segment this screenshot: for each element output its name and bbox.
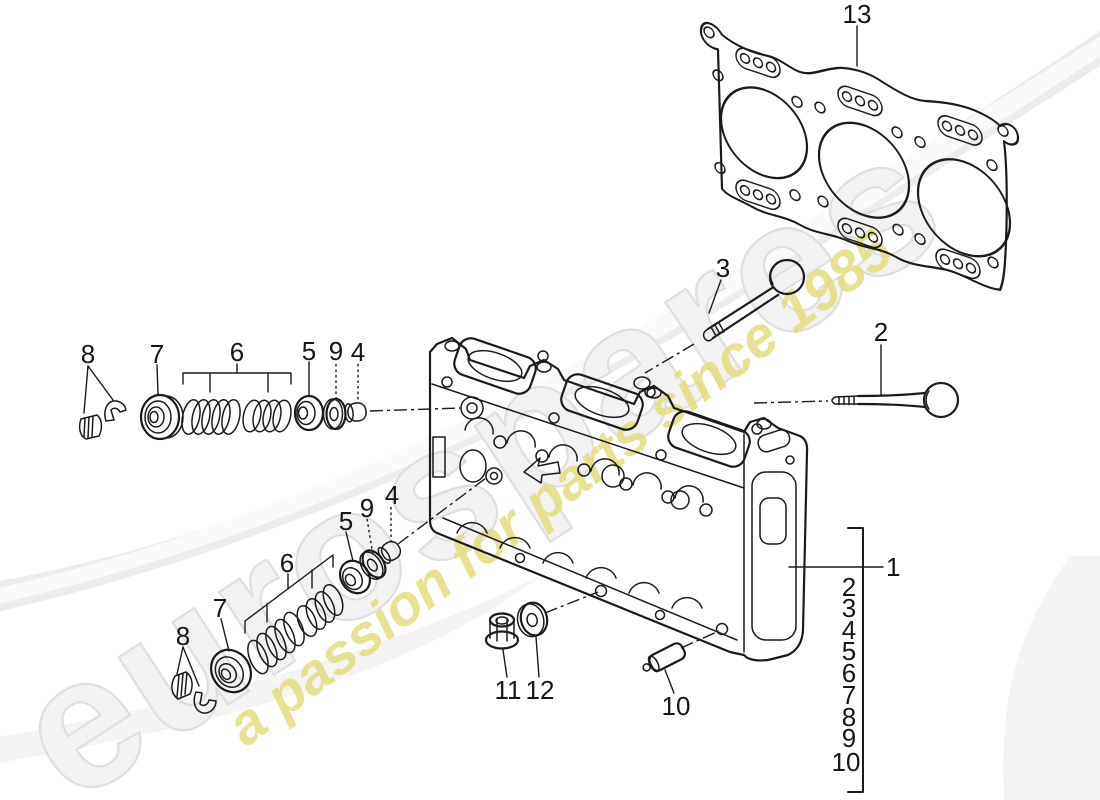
valve-spring-drawing <box>181 399 241 435</box>
head-intake-port <box>667 410 751 468</box>
spring-retainer-drawing <box>139 393 184 441</box>
centerlines <box>369 343 829 649</box>
callout-4-lower: 4 <box>385 480 399 510</box>
parts-list-item: 8 <box>842 702 856 732</box>
callout-10: 10 <box>662 691 691 721</box>
valve-stem-seal-drawing <box>344 402 367 423</box>
valve-spring-assembly-upper <box>78 393 367 441</box>
parts-list-item: 6 <box>842 658 856 688</box>
head-top-bolt-holes <box>441 340 772 461</box>
parts-list-item: 3 <box>842 593 856 623</box>
flange-nut-drawing <box>484 612 520 650</box>
gasket-cylinder-bore <box>817 121 911 219</box>
head-front-details <box>432 376 729 636</box>
head-end-face <box>751 429 797 641</box>
valve-spring-assembly-lower <box>171 540 402 714</box>
head-cam-bearing-band <box>464 417 713 517</box>
shim-washer-drawing <box>322 397 347 431</box>
leader-lines <box>83 25 884 694</box>
callout-5-lower: 5 <box>339 506 353 536</box>
head-gasket-drawing <box>699 21 1020 291</box>
dowel-stud-drawing <box>642 642 687 673</box>
callout-3: 3 <box>716 253 730 283</box>
head-intake-port <box>560 373 644 431</box>
valve-keeper-drawing <box>78 400 127 440</box>
valve-guide-hole <box>633 376 651 390</box>
cast-arrow-mark <box>523 457 561 484</box>
gasket-ear-hole <box>997 124 1009 137</box>
stud-hole <box>594 584 608 598</box>
parts-list: 2 3 4 5 6 7 8 9 10 <box>832 572 861 777</box>
swoosh-band-lower <box>0 576 540 763</box>
head-front-top-edge <box>431 383 745 489</box>
washer-drawing <box>516 601 549 638</box>
callout-13: 13 <box>843 0 872 29</box>
head-flange-arches <box>456 521 703 609</box>
head-flange-inner-edge <box>442 517 738 641</box>
valve-spring-drawing <box>296 584 344 637</box>
gasket-bolt-slots <box>735 47 983 280</box>
callout-1: 1 <box>886 552 900 582</box>
parts-list-item: 2 <box>842 572 856 602</box>
callout-8-upper: 8 <box>81 339 95 369</box>
callout-9-upper: 9 <box>329 336 343 366</box>
parts-list-item: 10 <box>832 747 861 777</box>
spring-seat-drawing <box>293 394 325 432</box>
callout-6-upper: 6 <box>230 337 244 367</box>
parts-list-item: 9 <box>842 723 856 753</box>
parts-list-item: 4 <box>842 615 856 645</box>
callout-12: 12 <box>526 675 555 705</box>
parts-list-bracket <box>847 527 864 793</box>
callout-7-upper: 7 <box>150 339 164 369</box>
stud-hole <box>715 622 729 636</box>
gasket-small-holes <box>712 69 999 269</box>
callout-8-lower: 8 <box>176 621 190 651</box>
background-swoosh <box>0 30 1100 800</box>
head-silhouette <box>428 336 809 662</box>
callout-11: 11 <box>495 675 522 705</box>
head-dowel-pin <box>757 429 791 453</box>
watermark-brand: eurospares <box>0 90 977 800</box>
callout-9-lower: 9 <box>360 493 374 523</box>
callout-5-upper: 5 <box>302 336 316 366</box>
callout-2: 2 <box>874 317 888 347</box>
callout-4-upper: 4 <box>351 337 365 367</box>
valve-stem-seal-drawing <box>377 540 402 564</box>
parts-list-item: 5 <box>842 636 856 666</box>
swoosh-band-right <box>1003 556 1100 800</box>
spring-retainer-drawing <box>209 648 253 694</box>
gasket-cylinder-bore <box>916 158 1012 258</box>
callout-6-lower: 6 <box>280 548 294 578</box>
gasket-outline <box>699 21 1020 291</box>
valve-3-drawing <box>702 258 806 342</box>
valve-keeper-drawing <box>171 671 217 714</box>
gasket-cylinder-bore <box>719 86 809 180</box>
head-intake-port <box>453 337 537 395</box>
valve-2-drawing <box>831 381 960 419</box>
callout-7-lower: 7 <box>213 593 227 623</box>
parts-list-item: 7 <box>842 680 856 710</box>
valve-spring-drawing <box>242 399 292 433</box>
cylinder-head-drawing <box>428 336 809 662</box>
gasket-ear-hole <box>703 26 715 39</box>
valve-spring-drawing <box>247 611 305 675</box>
valve-guide-hole <box>485 467 503 485</box>
